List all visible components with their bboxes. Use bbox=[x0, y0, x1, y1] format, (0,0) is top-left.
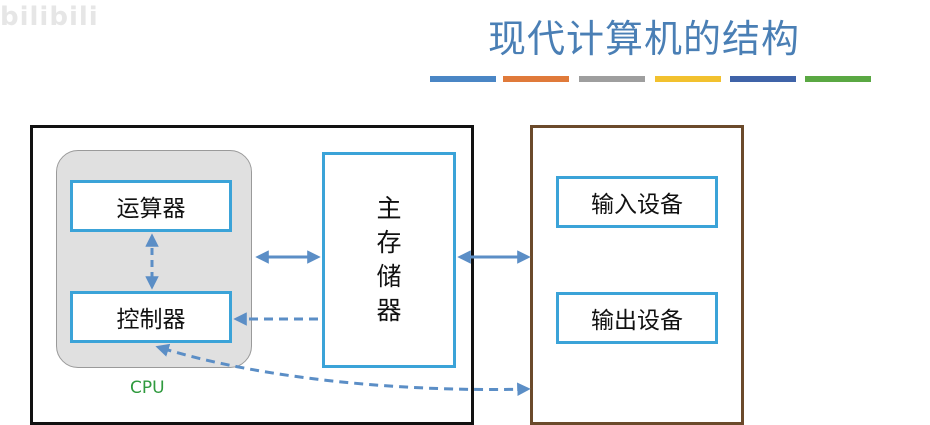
color-bar-4 bbox=[655, 76, 721, 82]
control-unit-label: 控制器 bbox=[116, 307, 186, 333]
input-device-box: 输入设备 bbox=[556, 176, 718, 228]
bilibili-watermark: bilibili bbox=[0, 2, 99, 32]
color-bar-5 bbox=[730, 76, 796, 82]
alu-label: 运算器 bbox=[116, 196, 186, 222]
main-memory-box: 主存储器 bbox=[322, 152, 456, 368]
color-bar-2 bbox=[503, 76, 569, 82]
output-device-box: 输出设备 bbox=[556, 292, 718, 344]
color-bar-3 bbox=[579, 76, 645, 82]
connection-arrows bbox=[145, 233, 531, 397]
color-bar-6 bbox=[805, 76, 871, 82]
main-memory-label: 主存储器 bbox=[376, 194, 402, 325]
input-device-label: 输入设备 bbox=[591, 192, 683, 218]
alu-box: 运算器 bbox=[70, 180, 232, 232]
control-unit-box: 控制器 bbox=[70, 291, 232, 343]
page-title: 现代计算机的结构 bbox=[488, 17, 801, 61]
io-cu-control-arrow bbox=[155, 343, 531, 397]
color-bar-1 bbox=[430, 76, 496, 82]
output-device-label: 输出设备 bbox=[591, 308, 683, 334]
